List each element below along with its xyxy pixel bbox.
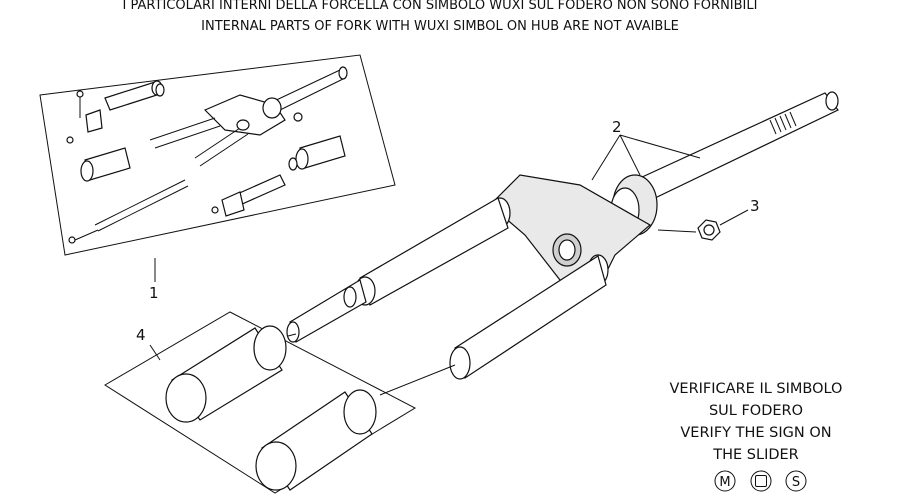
- symbol-m-label: M: [719, 475, 730, 490]
- callout-2: 2: [612, 118, 622, 136]
- header-line-english: INTERNAL PARTS OF FORK WITH WUXI SIMBOL …: [201, 19, 679, 34]
- symbol-s-icon: S: [785, 470, 807, 492]
- slider-sleeves-group: [104, 311, 417, 494]
- callout-1: 1: [149, 284, 159, 302]
- note-line-4: THE SLIDER: [712, 447, 799, 463]
- main-fork: [286, 91, 839, 380]
- internal-parts-frame: [39, 54, 396, 256]
- note-line-3: VERIFY THE SIGN ON: [680, 425, 831, 441]
- symbol-m-icon: M: [714, 470, 736, 492]
- callout-4: 4: [136, 326, 146, 344]
- note-line-2: SUL FODERO: [709, 403, 803, 419]
- mini-tubes: [66, 80, 346, 244]
- symbol-square-icon: [750, 470, 772, 492]
- sleeves-frame: [104, 311, 417, 494]
- note-line-1: VERIFICARE IL SIMBOLO: [670, 381, 843, 397]
- callout-3: 3: [750, 197, 760, 215]
- stem-thread: [769, 111, 797, 135]
- symbol-s-label: S: [792, 475, 800, 490]
- mini-fork: [149, 66, 348, 167]
- internal-parts-group: [39, 54, 396, 256]
- header-line-italian: I PARTICOLARI INTERNI DELLA FORCELLA CON…: [123, 0, 758, 13]
- nut: [697, 219, 721, 241]
